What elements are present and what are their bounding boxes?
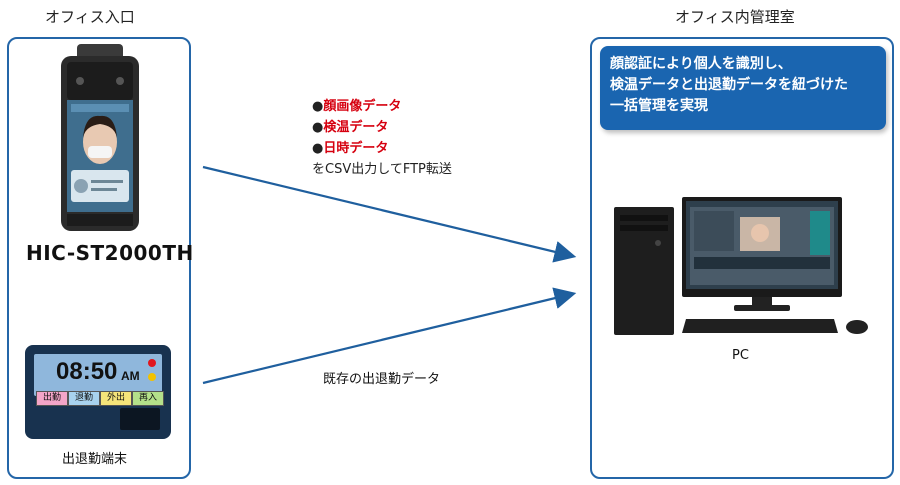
status-led-yellow-icon: [148, 373, 156, 381]
device-avatar-icon: [74, 179, 88, 193]
face-recognition-device: [61, 44, 139, 231]
bullet-icon: ●: [312, 120, 324, 135]
terminal-to-pc-arrow: [202, 287, 577, 385]
monitor-base: [734, 305, 790, 311]
card-reader-slot: [120, 408, 160, 430]
data-list-item: ●顔画像データ: [312, 99, 402, 114]
data-list-item: ●検温データ: [312, 120, 389, 135]
pc-power-button-icon: [655, 240, 661, 246]
device-bottom-bezel: [67, 214, 133, 226]
device-info-card: [71, 170, 129, 202]
screen-thumbnail-strip: [694, 257, 830, 269]
device-lens-icon: [116, 77, 124, 85]
terminal-ampm: AM: [121, 369, 140, 383]
device-to-pc-arrow: [202, 165, 577, 263]
device-info-line: [91, 180, 123, 183]
pc-label: PC: [732, 348, 749, 363]
data-list-item: ●日時データ: [312, 141, 389, 156]
left-title: オフィス入口: [45, 8, 135, 26]
existing-data-label: 既存の出退勤データ: [323, 372, 441, 387]
pc-tower-bay: [620, 225, 668, 231]
terminal-button-re-enter[interactable]: 再入: [132, 391, 164, 406]
bullet-icon: ●: [312, 141, 324, 156]
terminal-button-go-out[interactable]: 外出: [100, 391, 132, 406]
device-info-line: [91, 188, 117, 191]
right-title: オフィス内管理室: [675, 8, 795, 26]
screen-face-icon: [751, 224, 769, 242]
mask-shape: [88, 146, 112, 158]
pc-illustration: [614, 197, 868, 335]
hair-shape: [83, 115, 117, 138]
screen-side-panel: [694, 211, 734, 251]
feature-callout: 顔認証により個人を識別し、 検温データと出退勤データを紐づけた 一括管理を実現: [600, 46, 886, 130]
callout-line: 顔認証により個人を識別し、: [610, 56, 792, 72]
bullet-icon: ●: [312, 99, 324, 114]
terminal-time: 08:50: [56, 358, 118, 385]
terminal-button-clock-out[interactable]: 退勤: [68, 391, 100, 406]
pc-tower: [614, 207, 674, 335]
pc-tower-bay: [620, 215, 668, 221]
terminal-button-clock-in[interactable]: 出勤: [36, 391, 68, 406]
device-top-bezel: [67, 62, 133, 100]
mouse-icon: [846, 320, 868, 334]
data-list: ●顔画像データ ●検温データ ●日時データ をCSV出力してFTP転送: [312, 96, 452, 180]
monitor-stand: [752, 297, 772, 307]
status-led-red-icon: [148, 359, 156, 367]
device-screen-header: [71, 104, 129, 112]
callout-line: 検温データと出退勤データを紐づけた: [610, 77, 848, 93]
output-note: をCSV出力してFTP転送: [312, 162, 452, 177]
terminal-display: [34, 354, 162, 396]
screen-side-panel: [810, 211, 830, 255]
keyboard: [682, 319, 838, 333]
device-model-label: HIC-ST2000TH: [26, 241, 194, 265]
terminal-label: 出退勤端末: [62, 452, 128, 467]
device-lens-icon: [76, 77, 84, 85]
callout-line: 一括管理を実現: [610, 98, 708, 114]
